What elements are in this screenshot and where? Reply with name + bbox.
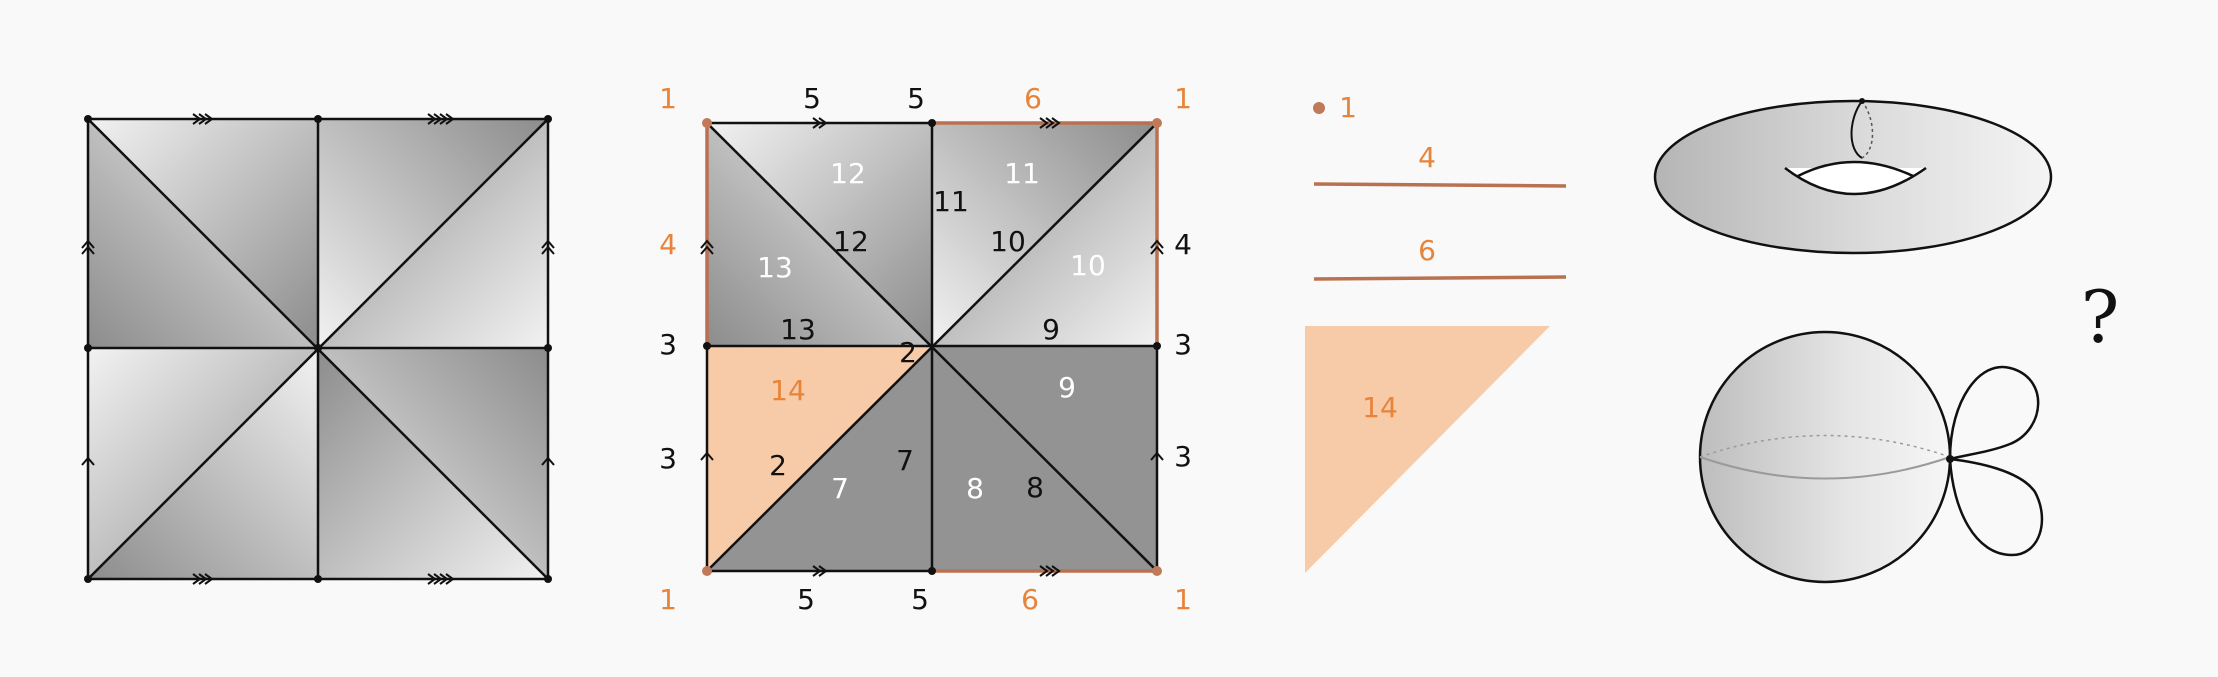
exploded-pieces: 1 4 6 14	[1305, 91, 1567, 573]
face-label-8: 8	[966, 472, 984, 505]
triangle-14-label: 14	[1362, 391, 1398, 424]
torus-figure	[1653, 98, 2053, 255]
vertex-label-center-2: 2	[899, 336, 917, 369]
vertex-label-left-mid: 3	[659, 328, 677, 361]
edge-label-top-center: 5	[907, 82, 925, 115]
edge-label-11: 11	[933, 185, 969, 218]
edge-label-8: 8	[1026, 471, 1044, 504]
triangle-14-piece	[1305, 326, 1550, 573]
face-label-7: 7	[831, 472, 849, 505]
square-2-labelled: 1 5 5 6 1 4 4 3 3 3 3 1 5 5 6 1 12 12 13…	[659, 82, 1192, 616]
edge-arrow-markers	[700, 117, 1164, 577]
edge-label-right-lower: 3	[1174, 440, 1192, 473]
edge-6-label: 6	[1418, 234, 1436, 267]
sphere-with-loops-figure	[1698, 330, 2044, 584]
face-label-13: 13	[757, 251, 793, 284]
edge-label-left-lower: 3	[659, 442, 677, 475]
orange-boundary-edges	[705, 121, 1159, 573]
face-label-14: 14	[770, 374, 806, 407]
question-mark: ?	[2081, 275, 2120, 359]
vertex-1-label: 1	[1339, 91, 1357, 124]
edge-4-label: 4	[1418, 141, 1436, 174]
edge-label-bottom-left: 5	[797, 583, 815, 616]
corner-label-top-left: 1	[659, 82, 677, 115]
face-label-11: 11	[1004, 157, 1040, 190]
corner-label-bottom-left: 1	[659, 583, 677, 616]
edge-arrow-markers	[81, 113, 555, 585]
face-label-9: 9	[1058, 371, 1076, 404]
vertex-label-right-mid: 3	[1174, 328, 1192, 361]
edge-label-top-left: 5	[803, 82, 821, 115]
edge-label-9: 9	[1042, 313, 1060, 346]
square-1-triangulation	[81, 113, 555, 585]
vertex-1-dot	[1313, 102, 1325, 114]
edge-4	[1313, 182, 1567, 188]
edge-label-12: 12	[833, 225, 869, 258]
face-label-10: 10	[1070, 249, 1106, 282]
edge-label-2: 2	[769, 449, 787, 482]
edge-label-13: 13	[780, 313, 816, 346]
edge-label-right-upper: 4	[1174, 228, 1192, 261]
edge-label-top-right: 6	[1024, 82, 1042, 115]
face-label-12: 12	[830, 157, 866, 190]
edge-label-left-upper: 4	[659, 228, 677, 261]
edge-label-bottom-right: 6	[1021, 583, 1039, 616]
edge-6	[1313, 275, 1567, 281]
corner-label-top-right: 1	[1174, 82, 1192, 115]
edge-label-10: 10	[990, 225, 1026, 258]
edge-label-bottom-center: 5	[911, 583, 929, 616]
edge-label-7: 7	[896, 444, 914, 477]
corner-label-bottom-right: 1	[1174, 583, 1192, 616]
